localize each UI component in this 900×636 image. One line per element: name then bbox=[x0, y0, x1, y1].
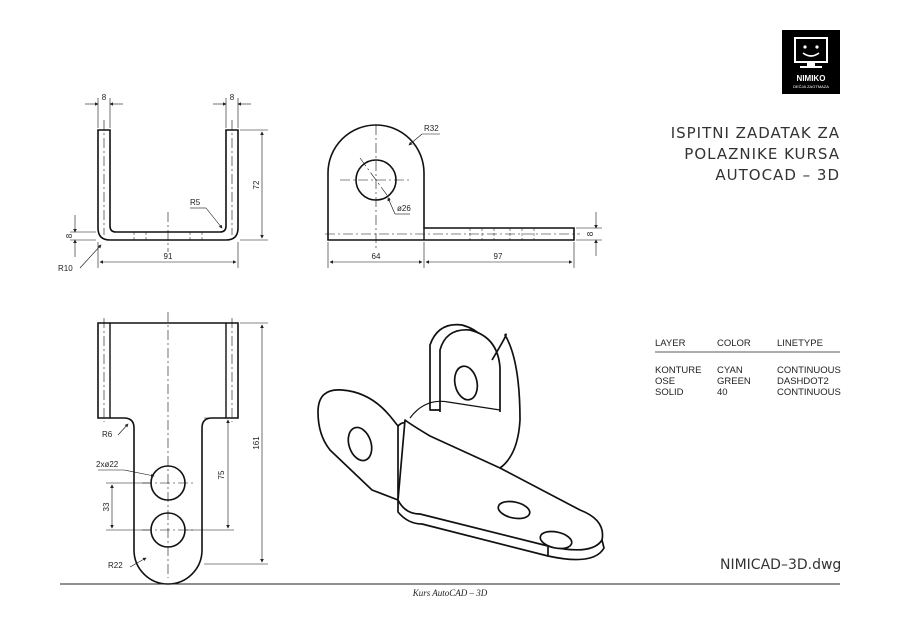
layer-name: SOLID bbox=[655, 387, 684, 398]
dim-top-holes: 2xø22 bbox=[96, 460, 119, 469]
side-view bbox=[325, 124, 602, 268]
layer-color: 40 bbox=[717, 387, 728, 398]
dim-top-offset: 75 bbox=[217, 470, 226, 479]
top-view bbox=[97, 312, 268, 585]
dim-side-right-length: 97 bbox=[494, 252, 503, 261]
layer-table: LAYER COLOR LINETYPE KONTURE CYAN CONTIN… bbox=[655, 338, 857, 398]
title-line-2: POLAZNIKE KURSA bbox=[684, 145, 840, 163]
layer-name: OSE bbox=[655, 376, 676, 387]
logo-name: NIMIKO bbox=[796, 74, 826, 83]
table-row: SOLID 40 CONTINUOUS bbox=[655, 387, 857, 398]
dim-front-height: 72 bbox=[252, 180, 261, 189]
layer-color: GREEN bbox=[717, 376, 751, 387]
table-row: KONTURE CYAN CONTINUOUS bbox=[655, 365, 857, 376]
dim-side-thickness: 8 bbox=[586, 231, 595, 236]
logo-subtitle: DEČJA ZAGTMAZA bbox=[793, 84, 829, 89]
title-line-3: AUTOCAD – 3D bbox=[715, 166, 840, 184]
dim-top-spacing: 33 bbox=[102, 502, 111, 511]
header-linetype: LINETYPE bbox=[777, 338, 823, 349]
title-line-1: ISPITNI ZADATAK ZA bbox=[670, 124, 840, 142]
dim-top-total: 161 bbox=[252, 436, 261, 450]
layer-name: KONTURE bbox=[655, 365, 702, 376]
footer-caption: Kurs AutoCAD – 3D bbox=[412, 588, 488, 598]
layer-linetype: CONTINUOUS bbox=[777, 387, 841, 398]
front-view bbox=[70, 98, 268, 269]
layer-linetype: CONTINUOUS bbox=[777, 365, 841, 376]
dim-front-base: 8 bbox=[65, 233, 74, 238]
dim-side-hole: ø26 bbox=[397, 204, 411, 213]
drawing-filename: NIMICAD–3D.dwg bbox=[720, 557, 842, 573]
dim-side-left-length: 64 bbox=[372, 252, 381, 261]
dim-top-fillet: R6 bbox=[102, 430, 113, 439]
header-layer: LAYER bbox=[655, 338, 686, 349]
dim-side-radius: R32 bbox=[424, 124, 439, 133]
dim-front-wall-right: 8 bbox=[230, 93, 235, 102]
dim-front-wall-left: 8 bbox=[102, 93, 107, 102]
dim-top-end-radius: R22 bbox=[108, 561, 123, 570]
table-row: OSE GREEN DASHDOT2 bbox=[655, 376, 857, 387]
layer-table-header: LAYER COLOR LINETYPE bbox=[655, 338, 857, 349]
dim-front-outer-radius: R10 bbox=[58, 264, 73, 273]
smiley-monitor-icon bbox=[794, 37, 828, 68]
layer-color: CYAN bbox=[717, 365, 743, 376]
dim-front-width: 91 bbox=[164, 252, 173, 261]
nimiko-logo: NIMIKO DEČJA ZAGTMAZA bbox=[782, 30, 840, 94]
header-color: COLOR bbox=[717, 338, 751, 349]
isometric-view bbox=[317, 323, 605, 561]
dim-front-inner-radius: R5 bbox=[190, 198, 201, 207]
layer-linetype: DASHDOT2 bbox=[777, 376, 829, 387]
